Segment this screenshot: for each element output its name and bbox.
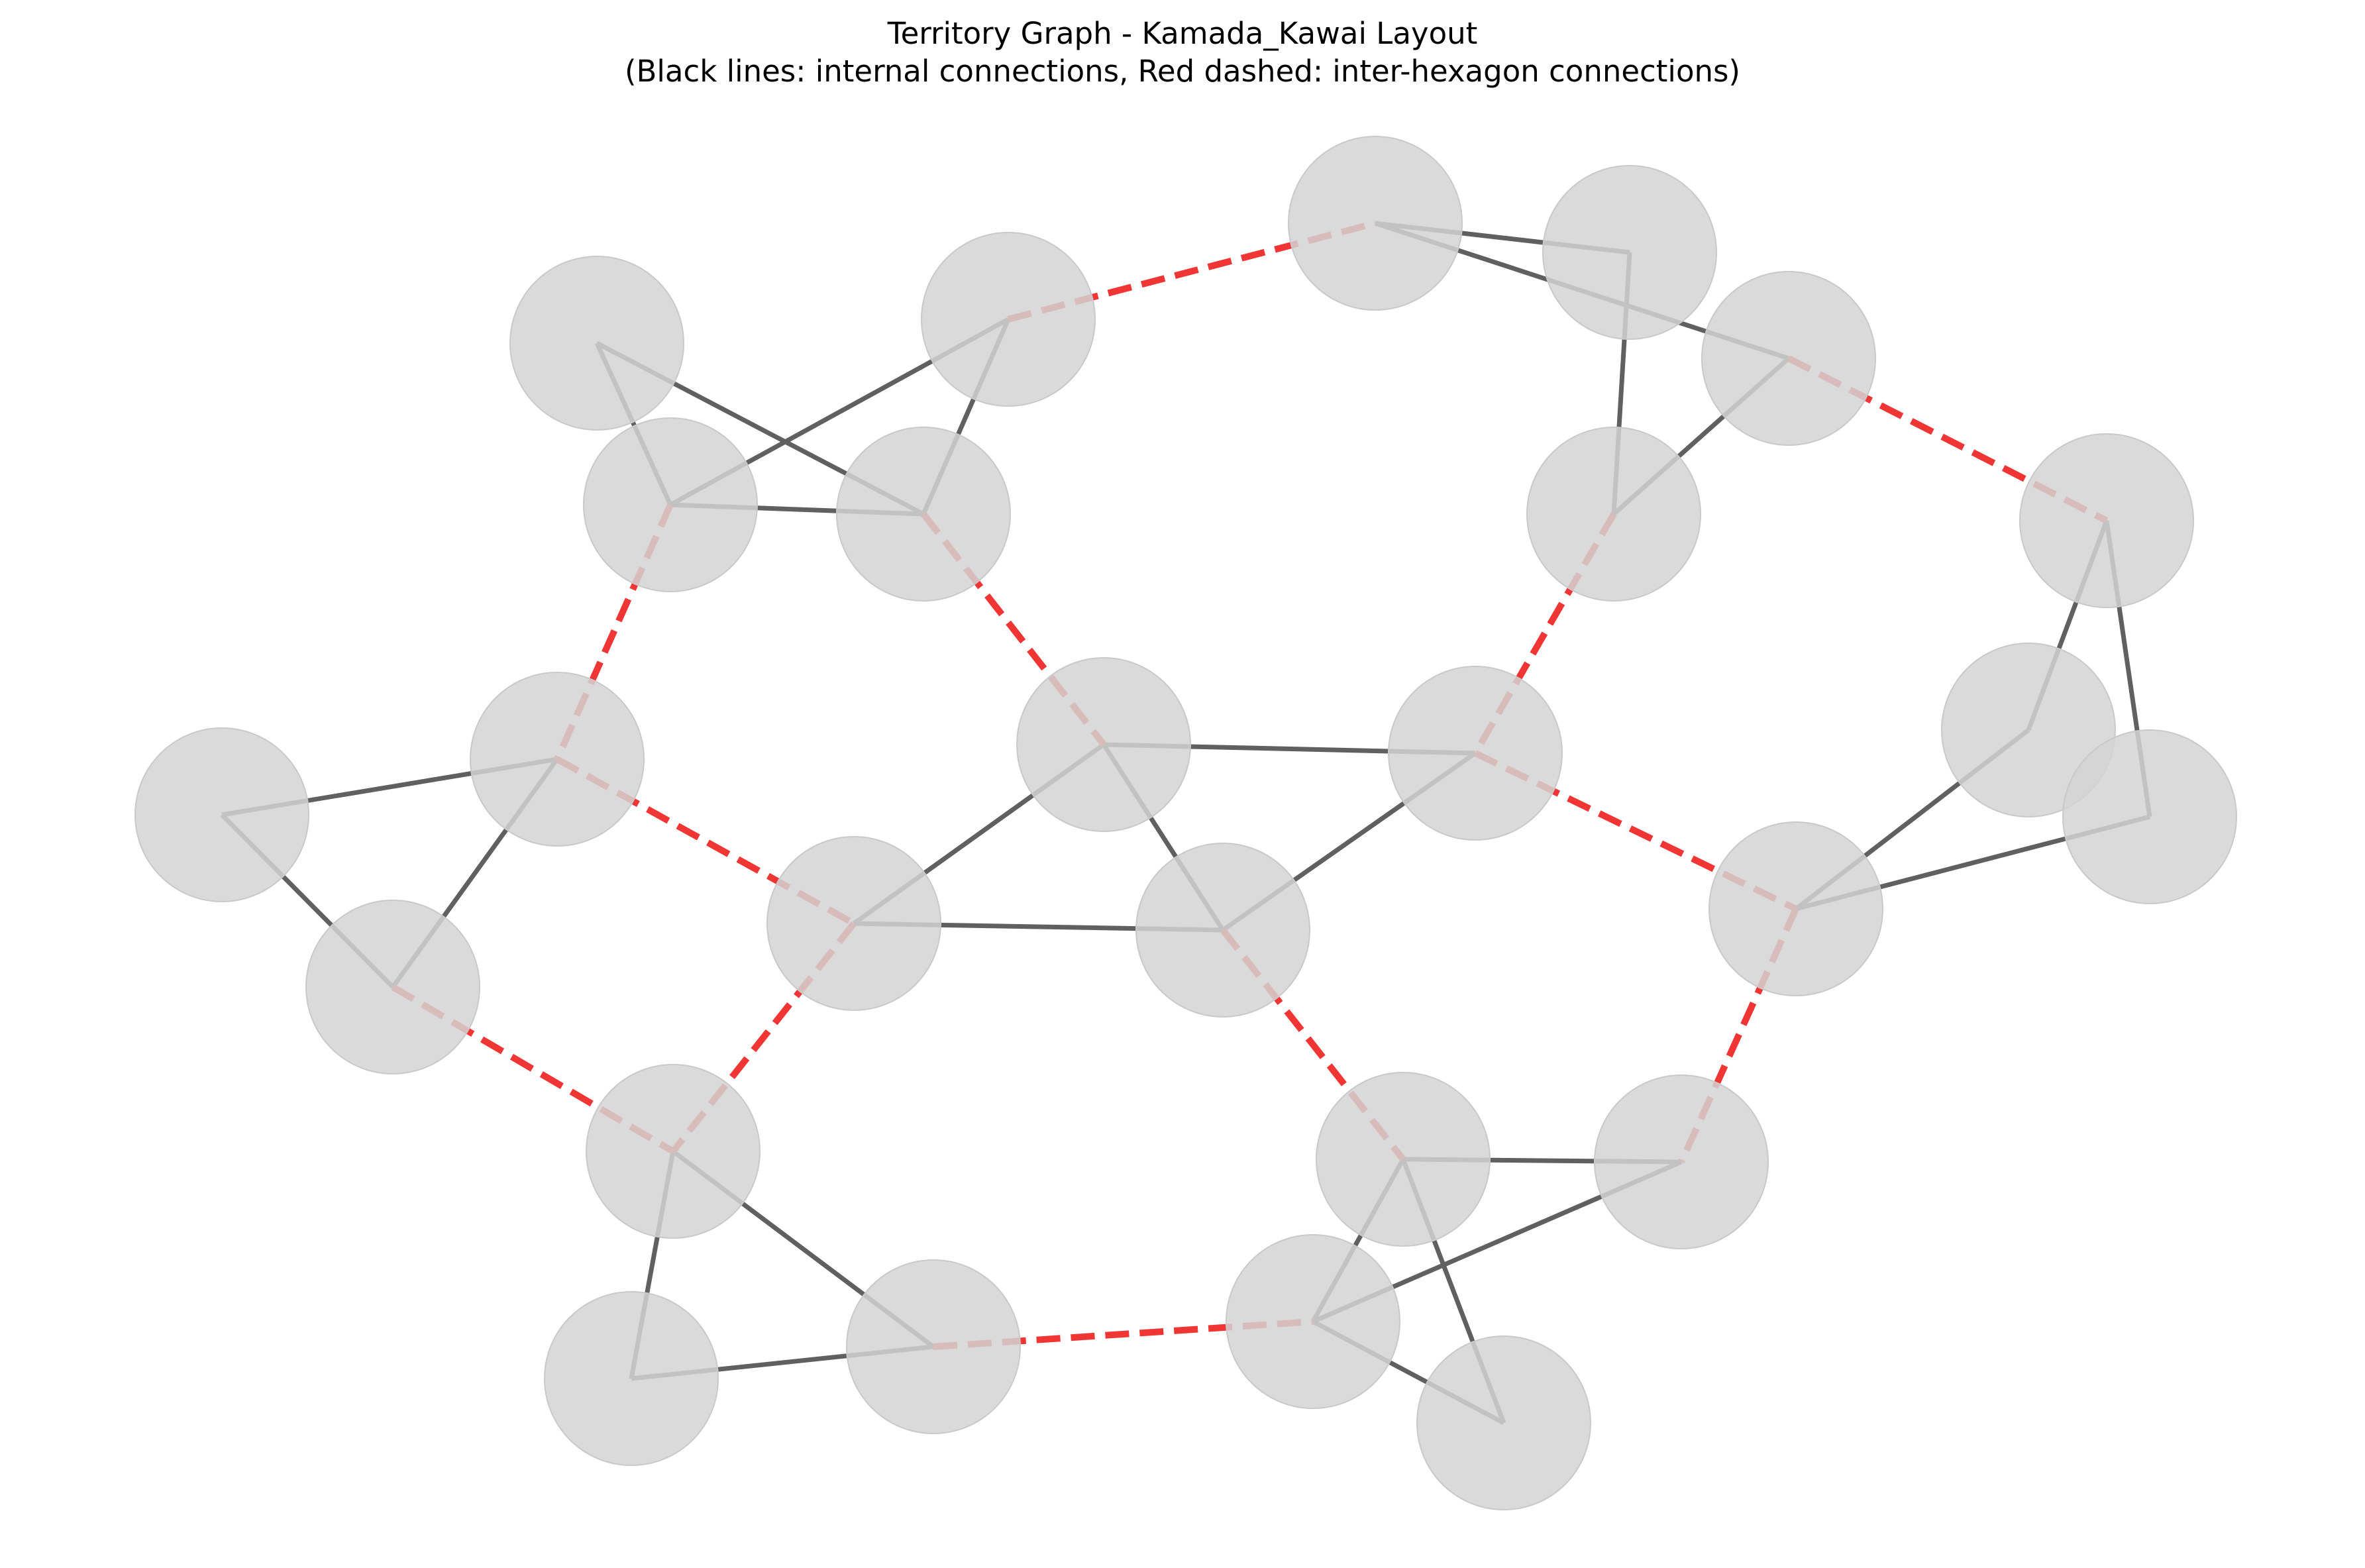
title-line-2: (Black lines: internal connections, Red … <box>625 54 1740 89</box>
graph-node <box>766 836 941 1011</box>
graph-node <box>921 232 1096 407</box>
graph-node <box>544 1291 719 1466</box>
graph-node <box>1701 271 1876 446</box>
graph-node <box>1708 821 1883 996</box>
graph-node <box>1542 165 1717 340</box>
graph-node <box>2062 729 2237 904</box>
graph-node <box>1016 657 1191 832</box>
graph-node <box>134 727 309 902</box>
graph-node <box>1135 843 1310 1018</box>
graph-node <box>1316 1072 1491 1247</box>
graph-node <box>1288 136 1463 311</box>
graph-node <box>846 1259 1021 1434</box>
graph-node <box>1388 666 1563 841</box>
graph-node <box>1526 427 1701 601</box>
graph-node <box>2019 433 2194 608</box>
title-line-1: Territory Graph - Kamada_Kawai Layout <box>887 16 1478 51</box>
graph-node <box>586 1064 761 1239</box>
graph-node <box>836 427 1011 601</box>
graph-node <box>509 256 684 431</box>
graph-node <box>305 900 480 1074</box>
graph-node <box>583 417 758 592</box>
graph <box>134 136 2237 1510</box>
graph-node <box>1594 1074 1769 1249</box>
graph-node <box>1226 1234 1400 1409</box>
graph-node <box>1941 643 2116 817</box>
graph-node <box>470 672 645 847</box>
graph-node <box>1416 1335 1591 1510</box>
